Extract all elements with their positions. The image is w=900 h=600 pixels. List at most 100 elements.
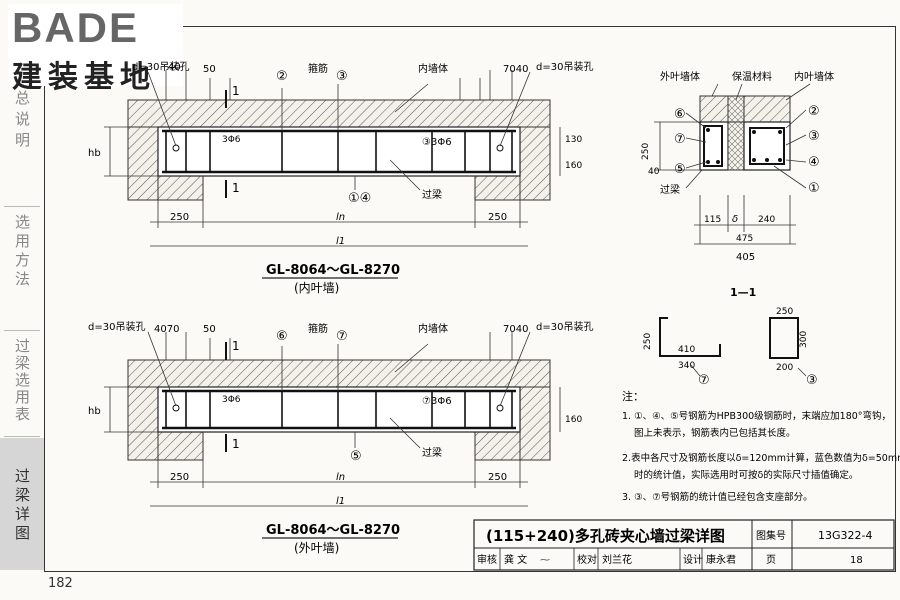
sidebar-item-general[interactable]: 总说明 bbox=[0, 86, 44, 204]
outer-wall-above bbox=[699, 95, 729, 123]
atlas-label: 图集号 bbox=[756, 529, 786, 542]
sidebar-item-label: 总说明 bbox=[13, 90, 31, 153]
page-number: 182 bbox=[48, 576, 73, 591]
notes: 注： 1. ①、④、⑤号钢筋为HPB300级钢筋时，末端应加180°弯钩， 图上… bbox=[622, 389, 900, 503]
insulation-label: 保温材料 bbox=[732, 70, 772, 83]
dim-label: 250 bbox=[643, 333, 653, 350]
dim-label: 40 bbox=[168, 62, 181, 73]
hole-label: d=30吊装孔 bbox=[132, 60, 189, 73]
dim-label: δ bbox=[732, 214, 738, 225]
review-label: 审核 bbox=[477, 553, 497, 566]
hole-label: d=30吊装孔 bbox=[536, 320, 593, 333]
rebar-bubble: ③ bbox=[336, 69, 348, 84]
dim-label: 50 bbox=[203, 324, 216, 335]
sidebar-item-method[interactable]: 选用方法 bbox=[0, 210, 44, 328]
stirrup-label: 箍筋 bbox=[308, 62, 328, 75]
note-line: 图上未表示，钢筋表内已包括其长度。 bbox=[634, 427, 796, 439]
rebar-bubble: ⑤ bbox=[350, 449, 362, 464]
outer-wall-label: 外叶墙体 bbox=[660, 70, 700, 83]
sidebar: 总说明 选用方法 过梁选用表 过梁详图 bbox=[0, 86, 44, 570]
rebar-bubble: ⑦ bbox=[674, 132, 686, 147]
page-label: 页 bbox=[766, 554, 776, 566]
rebar-bubble: ⑦ bbox=[698, 373, 710, 388]
rebar-bubble: ①④ bbox=[348, 191, 371, 206]
drawing-frame bbox=[44, 26, 896, 572]
section-mark: 1 bbox=[232, 437, 240, 451]
note-line: 2.表中各尺寸及钢筋长度以δ=120mm计算，蓝色数值为δ=50mm bbox=[622, 452, 900, 464]
lintel-label: 过梁 bbox=[660, 183, 680, 196]
rebar-label: 3Φ6 bbox=[222, 135, 241, 145]
rebar-bubble: ② bbox=[276, 69, 288, 84]
rebar-bubble: ⑤ bbox=[674, 162, 686, 177]
right-support-wall bbox=[519, 386, 551, 461]
checker-name: 刘兰花 bbox=[602, 553, 632, 566]
section-mark: 1 bbox=[232, 339, 240, 353]
wall-above bbox=[127, 359, 551, 388]
rebar-shapes: 250 410 340 ⑦ 250 300 200 ③ bbox=[643, 307, 818, 388]
drawing-main-title: (115+240)多孔砖夹心墙过梁详图 bbox=[486, 527, 725, 545]
dim-label: 240 bbox=[758, 215, 775, 225]
dim-label: 250 bbox=[488, 212, 507, 223]
lintel-label: 过梁 bbox=[422, 188, 442, 201]
sidebar-divider bbox=[4, 206, 40, 207]
atlas-number: 13G322-4 bbox=[818, 529, 872, 542]
lintel-beam bbox=[157, 386, 521, 433]
rebar-bubble: ② bbox=[808, 104, 820, 119]
dim-label: 475 bbox=[736, 234, 753, 244]
dim-label: 250 bbox=[641, 143, 651, 160]
clear-span-label: ln bbox=[336, 472, 345, 483]
design-label: 设计 bbox=[683, 553, 703, 566]
dim-label: 300 bbox=[799, 331, 809, 348]
drawing-subtitle: (内叶墙) bbox=[294, 281, 339, 295]
insulation bbox=[727, 121, 745, 171]
length-label: l1 bbox=[336, 496, 345, 507]
svg-text:⁓: ⁓ bbox=[540, 555, 550, 566]
note-line: 时的统计值，实际选用时可按δ的实际尺寸插值确定。 bbox=[634, 469, 858, 481]
drawing-title: GL-8064～GL-8270 bbox=[266, 523, 400, 538]
brand-logo: BADE 建装基地 bbox=[8, 4, 183, 95]
inner-wall-label: 内墙体 bbox=[418, 62, 448, 75]
section-mark: 1 bbox=[232, 181, 240, 195]
logo-brand: BADE bbox=[12, 4, 140, 51]
dim-label: 130 bbox=[565, 135, 582, 145]
cross-section: 外叶墙体 保温材料 内叶墙体 ⑥ ⑦ ⑤ 过梁 ② ③ ④ ① 250 40 1… bbox=[641, 70, 834, 299]
hole-label: d=30吊装孔 bbox=[536, 60, 593, 73]
length-label: l1 bbox=[336, 236, 345, 247]
sheet-page: 18 bbox=[850, 555, 863, 566]
reviewer-name: 龚 文 bbox=[504, 553, 527, 566]
designer-name: 康永君 bbox=[706, 553, 736, 566]
dim-label: 50 bbox=[203, 64, 216, 75]
dim-label: 7040 bbox=[503, 64, 528, 75]
left-support-wall bbox=[127, 386, 159, 461]
dim-label: 250 bbox=[488, 472, 507, 483]
rebar-label: 3Φ6 bbox=[222, 395, 241, 405]
inner-wall-label: 内叶墙体 bbox=[794, 70, 834, 83]
top-elevation: d=30吊装孔 40 50 7040 d=30吊装孔 1 1 ② 箍筋 ③ 内墙… bbox=[88, 60, 593, 295]
sidebar-item-table[interactable]: 过梁选用表 bbox=[0, 334, 44, 434]
left-bearing bbox=[157, 431, 204, 461]
sidebar-item-detail[interactable]: 过梁详图 bbox=[0, 438, 44, 570]
outer-stirrup bbox=[703, 125, 723, 167]
dim-label: 160 bbox=[565, 161, 582, 171]
section-mark: 1 bbox=[232, 84, 240, 98]
left-support-wall bbox=[127, 126, 159, 201]
dim-label: 115 bbox=[704, 215, 721, 225]
hb-label: hb bbox=[88, 406, 101, 417]
dim-label: 40 bbox=[648, 167, 660, 177]
dim-label: 250 bbox=[170, 472, 189, 483]
lintel-label: 过梁 bbox=[422, 446, 442, 459]
dim-label: 250 bbox=[170, 212, 189, 223]
drawing-title: GL-8064～GL-8270 bbox=[266, 263, 400, 278]
rebar-label: ③3Φ6 bbox=[422, 137, 452, 148]
dim-label: 160 bbox=[565, 415, 582, 425]
dim-label: 405 bbox=[736, 252, 755, 263]
rebar-bubble: ③ bbox=[808, 129, 820, 144]
right-bearing bbox=[474, 175, 521, 201]
hb-label: hb bbox=[88, 148, 101, 159]
inner-wall-label: 内墙体 bbox=[418, 322, 448, 335]
dim-label: 4070 bbox=[154, 324, 179, 335]
right-support-wall bbox=[519, 126, 551, 201]
bottom-elevation: d=30吊装孔 4070 50 7040 d=30吊装孔 1 1 ⑥ 箍筋 ⑦ … bbox=[88, 320, 593, 555]
logo-subtitle: 建装基地 bbox=[12, 60, 156, 95]
dim-label: 7040 bbox=[503, 324, 528, 335]
